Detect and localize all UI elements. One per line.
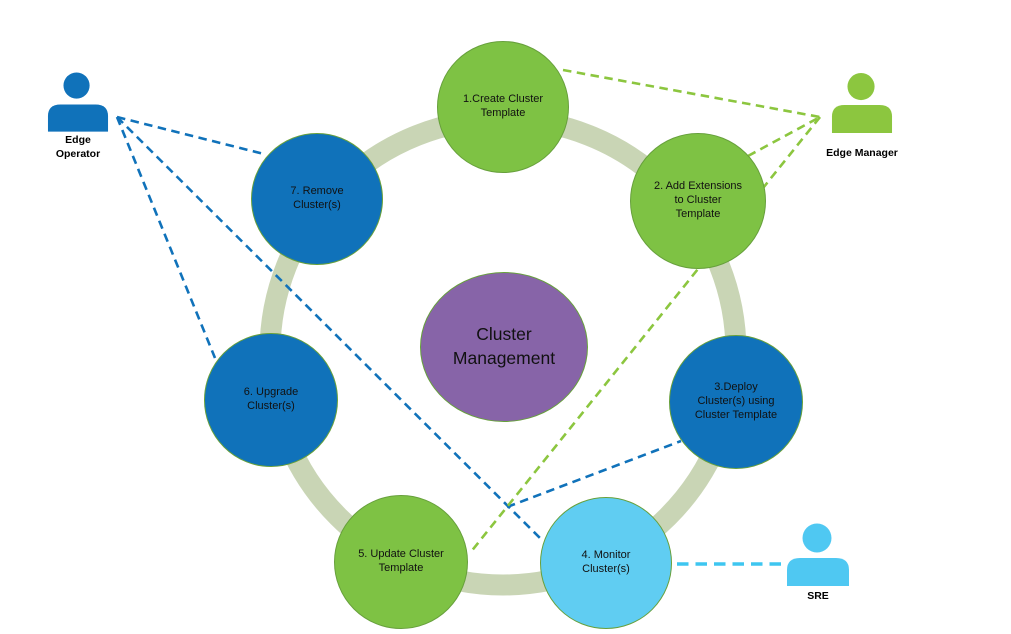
step-circle-monitor-clusters: 4. Monitor Cluster(s): [540, 497, 672, 629]
step-label: 5. Update Cluster Template: [358, 548, 444, 574]
step-label: 1.Create Cluster Template: [462, 93, 544, 119]
edge-operator-label: Edge Operator: [55, 134, 101, 160]
connector-edge-operator-to-remove-clusters: [116, 115, 265, 156]
center-circle-cluster-management: Cluster Management: [420, 272, 588, 422]
step-circle-create-cluster-template: 1.Create Cluster Template: [437, 41, 569, 173]
step-circle-update-cluster-template: 5. Update Cluster Template: [334, 495, 468, 629]
edge-manager-label: Edge Manager: [826, 147, 898, 159]
sre-person-icon: [786, 523, 850, 587]
sre-label: SRE: [807, 590, 829, 602]
connector-edge-operator-to-monitor-clusters: [116, 116, 544, 542]
step-label: 2. Add Extensions to Cluster Template: [653, 180, 743, 220]
connector-edge-manager-to-update-cluster-template: [468, 116, 822, 554]
step-label: 7. Remove Cluster(s): [290, 185, 344, 211]
step-label: 4. Monitor Cluster(s): [581, 549, 631, 575]
step-label: 3.Deploy Cluster(s) using Cluster Templa…: [694, 381, 778, 421]
connector-edge-operator-to-upgrade-clusters: [115, 116, 217, 359]
step-label: 6. Upgrade Cluster(s): [243, 386, 299, 412]
edge-manager-person-icon: [831, 72, 893, 134]
step-circle-remove-clusters: 7. Remove Cluster(s): [251, 133, 383, 265]
connector-edge-operator-to-deploy-clusters: [506, 439, 682, 509]
edge-operator-person-icon: [47, 72, 109, 133]
center-label: Cluster Management: [452, 324, 556, 368]
connector-edge-manager-to-create-cluster-template: [562, 68, 821, 119]
step-circle-upgrade-clusters: 6. Upgrade Cluster(s): [204, 333, 338, 467]
step-circle-deploy-clusters-using-cluster-template: 3.Deploy Cluster(s) using Cluster Templa…: [669, 335, 803, 469]
step-circle-add-extensions-to-cluster-template: 2. Add Extensions to Cluster Template: [630, 133, 766, 269]
